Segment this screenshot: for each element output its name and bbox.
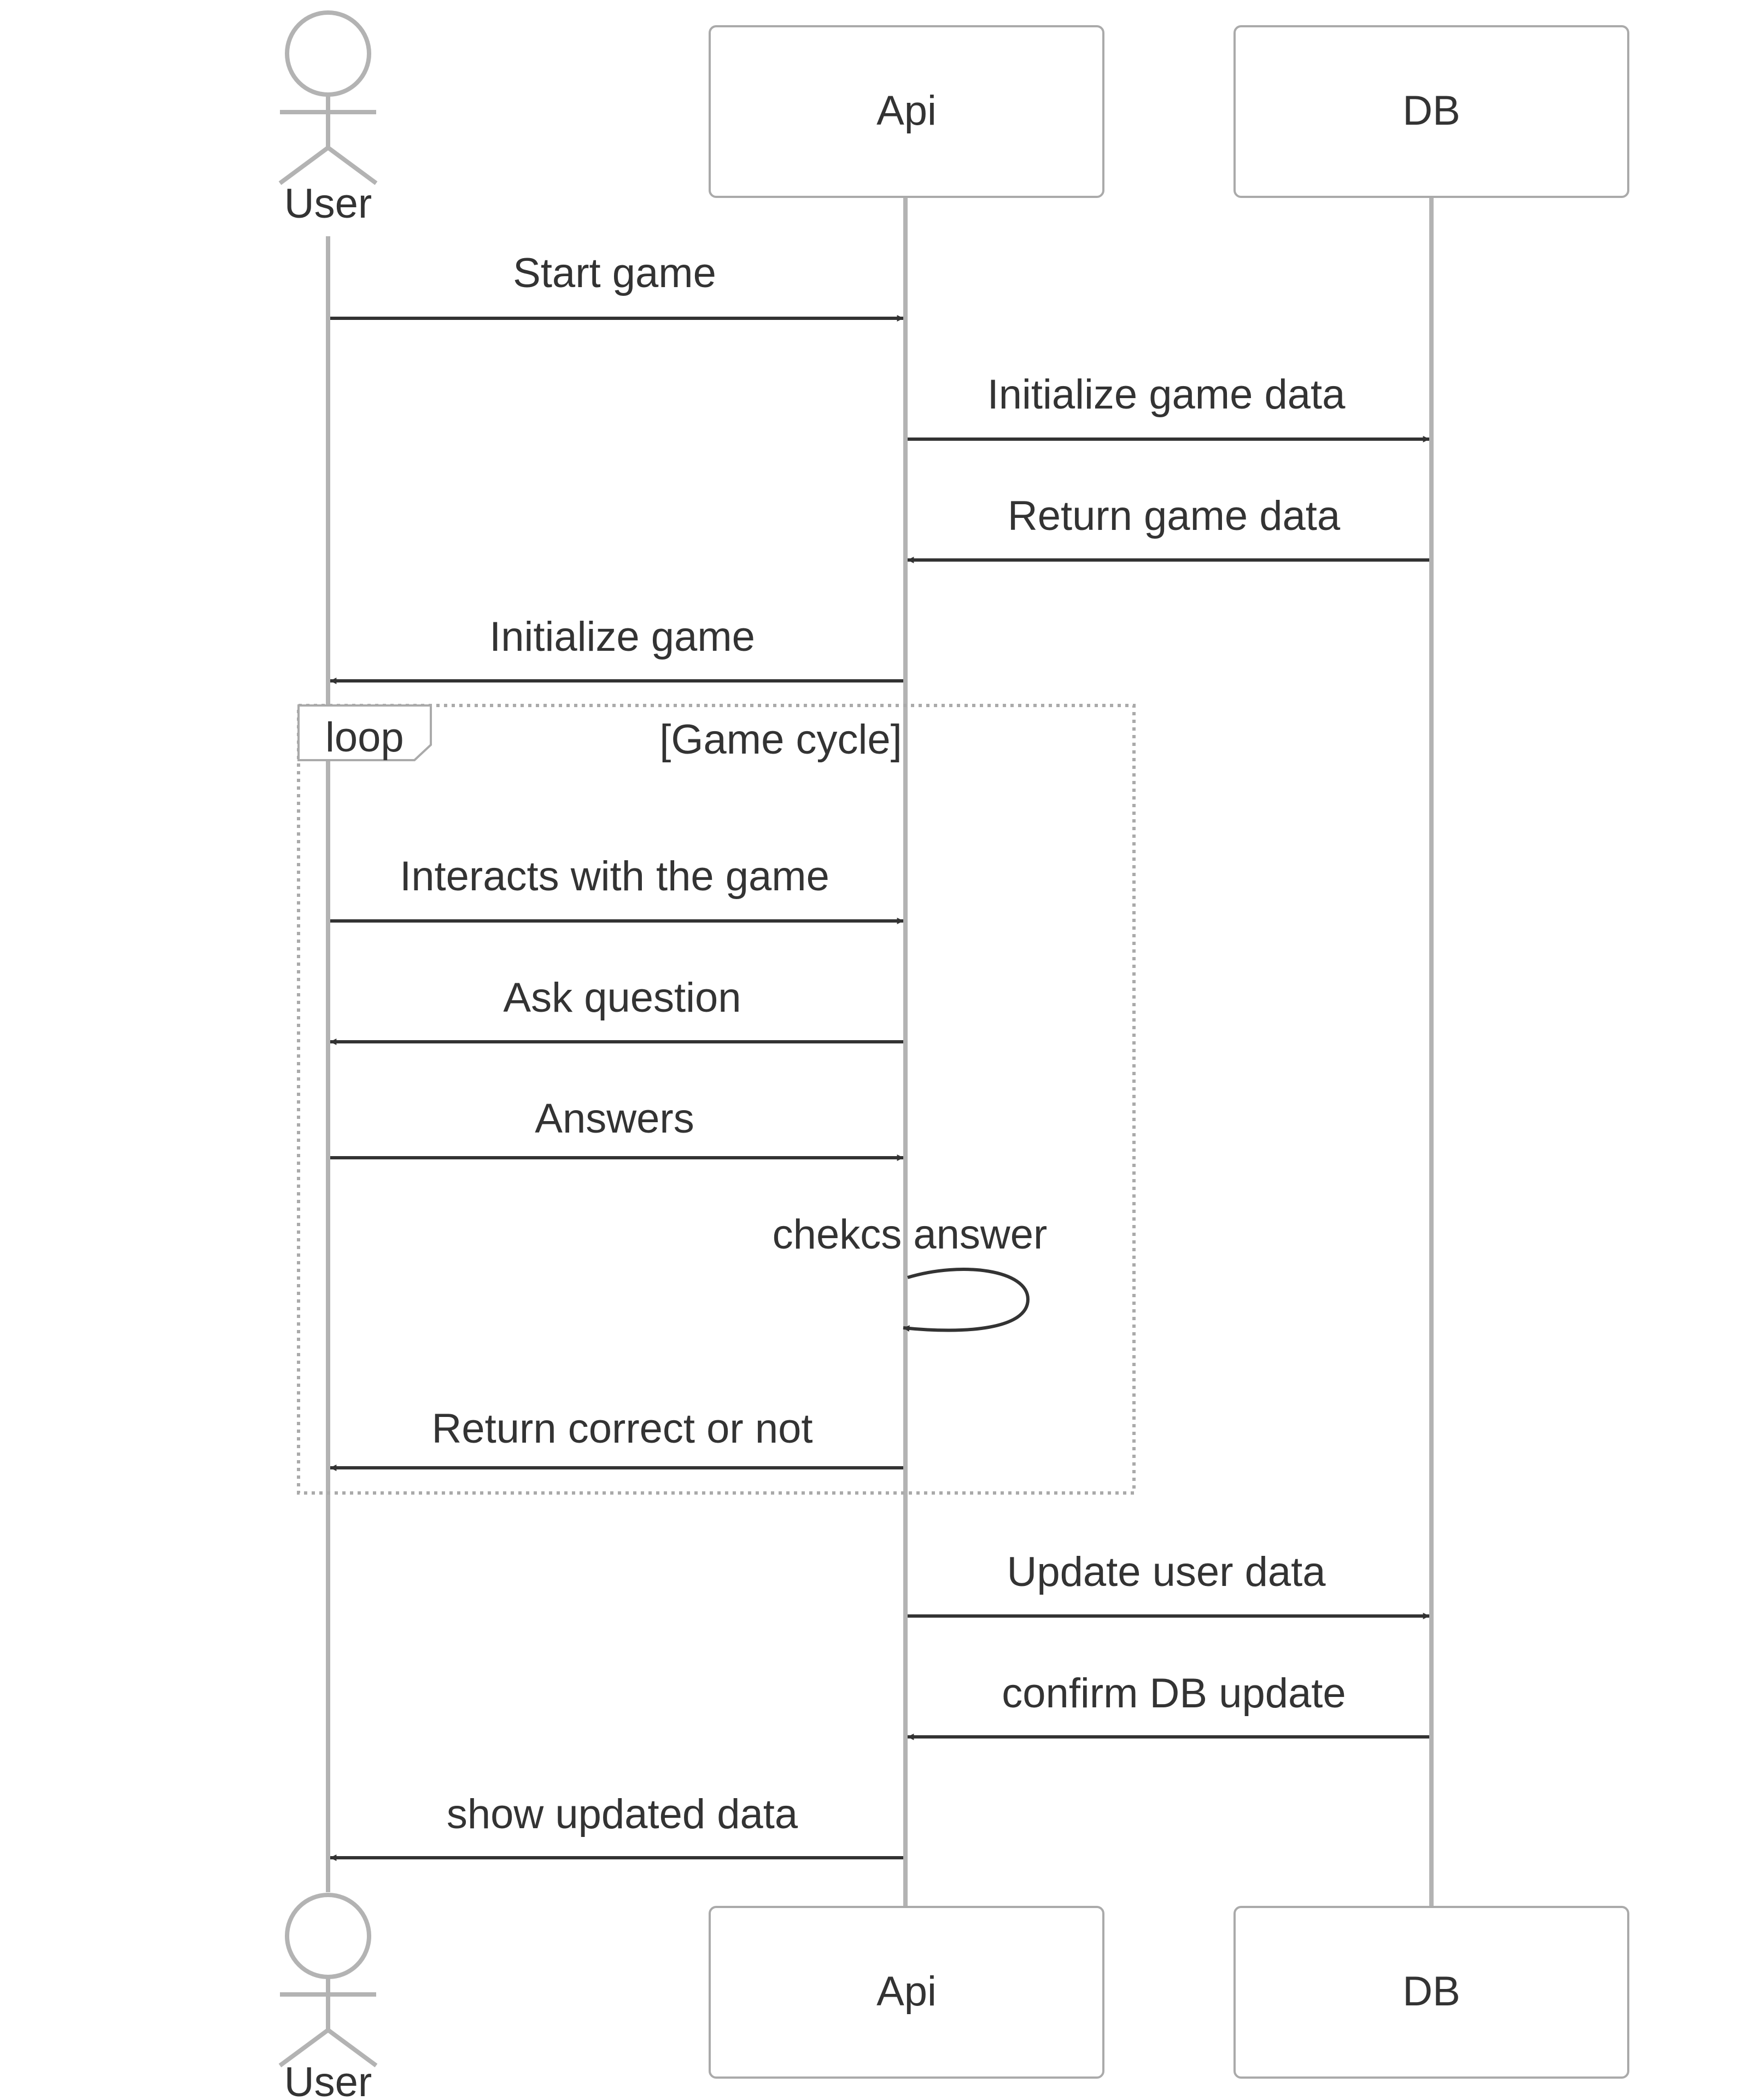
api-label-bottom: Api	[876, 1968, 937, 2015]
db-label-top: DB	[1402, 88, 1460, 134]
message-label: Ask question	[503, 975, 741, 1021]
loop-frame	[297, 704, 1136, 1495]
message-confirm-db-update: confirm DB update	[907, 1670, 1429, 1740]
api-label-top: Api	[876, 88, 937, 134]
message-label: show updated data	[447, 1791, 798, 1838]
message-return-correct-or-not: Return correct or not	[330, 1405, 903, 1471]
loop-keyword: loop	[325, 714, 404, 761]
message-label: confirm DB update	[1002, 1670, 1346, 1717]
message-show-updated-data: show updated data	[330, 1791, 903, 1861]
message-checks-answer-self: chekcs answer	[773, 1211, 1048, 1332]
db-label-bottom: DB	[1402, 1968, 1460, 2015]
loop-fragment: loop [Game cycle]	[297, 704, 1136, 1495]
message-label: chekcs answer	[773, 1211, 1048, 1258]
user-actor-bottom: User	[278, 1893, 378, 2100]
loop-condition: [Game cycle]	[659, 716, 902, 763]
user-actor-top: User	[278, 10, 378, 227]
message-return-game-data: Return game data	[907, 493, 1429, 563]
message-interacts-with-the-game: Interacts with the game	[330, 853, 904, 924]
message-initialize-game: Initialize game	[330, 614, 903, 684]
actor-icon	[278, 1893, 378, 2068]
message-initialize-game-data: Initialize game data	[908, 371, 1430, 442]
api-participant-bottom: Api	[709, 1906, 1104, 2079]
self-message-arrow	[903, 1268, 1030, 1332]
message-label: Update user data	[1007, 1549, 1326, 1595]
db-participant-bottom: DB	[1233, 1906, 1629, 2079]
message-update-user-data: Update user data	[908, 1549, 1430, 1619]
user-label-top: User	[284, 180, 372, 227]
message-label: Initialize game data	[987, 371, 1346, 418]
message-label: Initialize game	[489, 614, 755, 660]
user-label-bottom: User	[284, 2059, 372, 2100]
api-participant-top: Api	[709, 25, 1104, 198]
message-label: Return game data	[1008, 493, 1341, 539]
message-label: Start game	[513, 250, 716, 296]
message-label: Answers	[535, 1095, 694, 1142]
message-label: Return correct or not	[432, 1405, 813, 1452]
actor-icon	[278, 10, 378, 185]
message-label: Interacts with the game	[400, 853, 829, 900]
message-answers: Answers	[330, 1095, 904, 1161]
loop-label-box	[297, 704, 432, 761]
message-start-game: Start game	[330, 250, 904, 322]
db-participant-top: DB	[1233, 25, 1629, 198]
message-ask-question: Ask question	[330, 975, 903, 1045]
